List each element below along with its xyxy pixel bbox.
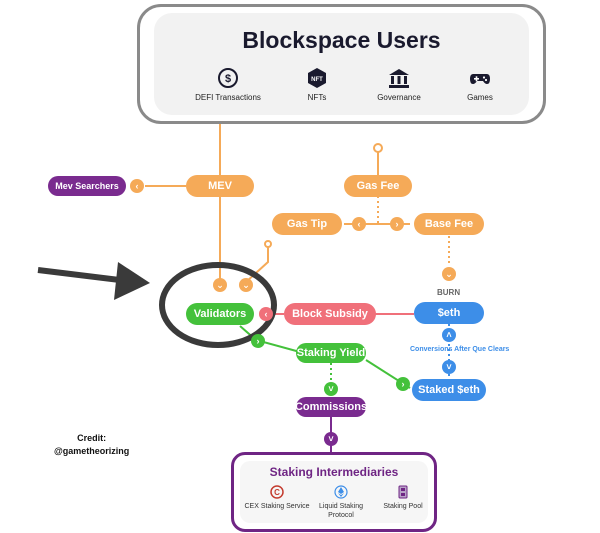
gas-fee-node: Gas Fee: [344, 175, 412, 197]
users-panel-inner: Blockspace Users $ DEFI Transactions NFT…: [154, 13, 529, 115]
staking-panel-inner: Staking Intermediaries C CEX Staking Ser…: [240, 461, 428, 523]
credit-label: Credit:: [77, 433, 107, 443]
gas-tip-node: Gas Tip: [272, 213, 342, 235]
dollar-cycle-icon: $: [218, 68, 238, 88]
chevron-down-icon: ⌄: [442, 267, 456, 281]
chevron-left-icon: ‹: [130, 179, 144, 193]
burn-label: BURN: [437, 288, 461, 297]
chevron-down-icon: ˅: [442, 360, 456, 374]
staked-eth-node: Staked $eth: [412, 379, 486, 401]
validators-node: Validators: [186, 303, 254, 325]
conversions-label: Conversions After Que Clears: [410, 346, 510, 353]
staking-item-pool: Staking Pool: [368, 485, 438, 511]
block-subsidy-node: Block Subsidy: [284, 303, 376, 325]
eth-node: $eth: [414, 302, 484, 324]
blockspace-users-panel: Blockspace Users $ DEFI Transactions NFT…: [137, 4, 546, 124]
staking-item-cex: C CEX Staking Service: [242, 485, 312, 511]
chevron-left-icon: ‹: [352, 217, 366, 231]
user-category-label: Games: [467, 93, 493, 102]
user-category-nfts: NFT NFTs: [272, 67, 362, 102]
gamepad-icon: [470, 74, 490, 84]
svg-text:$: $: [225, 73, 231, 85]
chevron-left-icon: ‹: [259, 307, 273, 321]
staking-title: Staking Intermediaries: [269, 465, 399, 479]
svg-text:C: C: [274, 488, 280, 497]
ethereum-icon: [334, 485, 348, 499]
credit-handle: @gametheorizing: [54, 446, 130, 456]
user-category-label: NFTs: [307, 93, 327, 102]
staking-item-label: CEX Staking Service: [244, 503, 310, 510]
user-category-label: Governance: [377, 93, 421, 102]
building-icon: [389, 69, 409, 88]
highlight-ring: [159, 262, 277, 348]
svg-text:NFT: NFT: [311, 77, 323, 83]
staking-intermediaries-panel: Staking Intermediaries C CEX Staking Ser…: [231, 452, 437, 532]
chevron-right-icon: ›: [390, 217, 404, 231]
base-fee-node: Base Fee: [414, 213, 484, 235]
chevron-right-icon: ›: [251, 334, 265, 348]
chevron-up-icon: ˄: [442, 328, 456, 342]
chevron-right-icon: ›: [396, 377, 410, 391]
user-category-governance: Governance: [354, 67, 444, 102]
staking-yield-node: Staking Yield: [296, 343, 366, 363]
copyright-icon: C: [270, 485, 284, 499]
mev-searchers-node: Mev Searchers: [48, 176, 126, 196]
credit-note: Credit: @gametheorizing: [54, 432, 129, 458]
chevron-down-icon: ⌄: [213, 278, 227, 292]
mev-node: MEV: [186, 175, 254, 197]
nft-icon: NFT: [308, 68, 326, 88]
user-category-games: Games: [435, 67, 525, 102]
staking-item-liquid: Liquid Staking Protocol: [306, 485, 376, 520]
chevron-down-icon: ˅: [324, 432, 338, 446]
user-category-defi: $ DEFI Transactions: [183, 67, 273, 102]
users-title: Blockspace Users: [242, 27, 441, 53]
chevron-down-icon: ˅: [324, 382, 338, 396]
staking-item-label: Staking Pool: [383, 503, 423, 510]
pool-icon: [398, 485, 408, 499]
user-category-label: DEFI Transactions: [195, 93, 261, 102]
staking-item-label: Liquid Staking Protocol: [319, 503, 363, 519]
chevron-down-icon: ⌄: [239, 278, 253, 292]
pointer-arrow: [114, 262, 150, 300]
commissions-node: Commissions: [295, 397, 367, 417]
